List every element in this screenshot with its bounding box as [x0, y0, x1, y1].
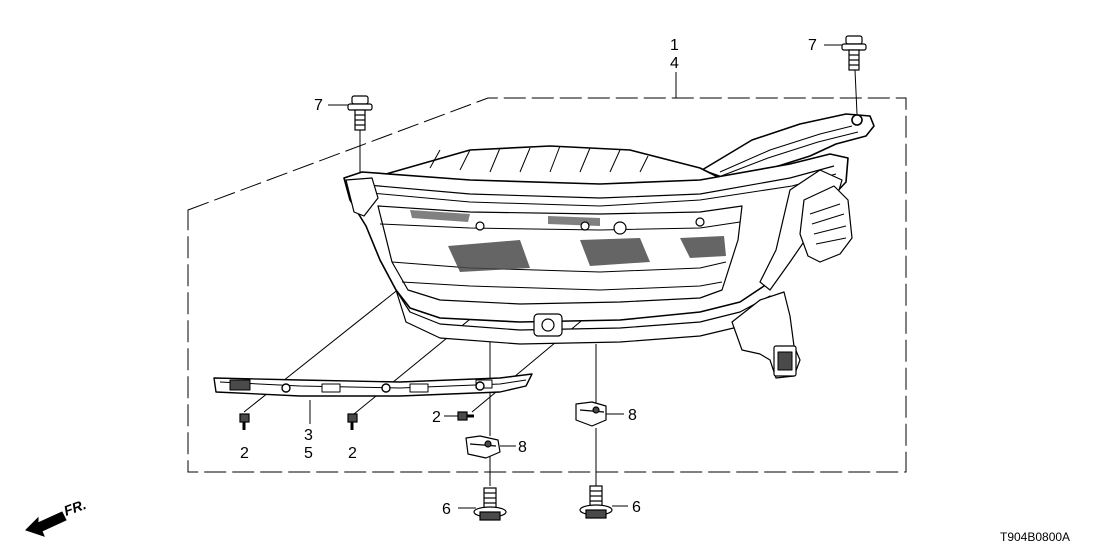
- garnish-strip: [213, 373, 533, 397]
- callout-5: 5: [304, 445, 313, 462]
- callout-6-left: 6: [442, 501, 451, 518]
- screw-icon-2b: [347, 413, 358, 430]
- clip-nut-icon-8a: [465, 435, 501, 459]
- callout-1: 1: [670, 37, 679, 54]
- lens-interior-shading: [410, 210, 726, 272]
- screw-icon-2a: [239, 413, 250, 430]
- assembly-boundary: [187, 97, 907, 473]
- clip-nut-icon-8b: [575, 401, 607, 427]
- callout-8-upper: 8: [628, 407, 637, 424]
- callout-8-lower: 8: [518, 439, 527, 456]
- callout-7-right: 7: [808, 37, 817, 54]
- callout-3: 3: [304, 427, 313, 444]
- callout-2-middle: 2: [348, 445, 357, 462]
- flange-bolt-icon-6b: [579, 485, 613, 519]
- flange-bolt-icon-6a: [473, 487, 507, 521]
- callout-2-right: 2: [432, 409, 441, 426]
- front-arrow-icon: [25, 511, 67, 537]
- direction-label: FR.: [62, 496, 89, 519]
- callout-6-right: 6: [632, 499, 641, 516]
- screw-icon-2c: [457, 411, 474, 421]
- callout-labels: 1 4 7 7 3 5 2 2 2 8 8 6 6: [240, 37, 817, 518]
- front-direction-indicator: FR.: [25, 496, 89, 537]
- diagram-code: T904B0800A: [1000, 530, 1070, 544]
- callout-4: 4: [670, 55, 679, 72]
- bolt-icon-7a: [347, 95, 373, 131]
- screw-boss-holes: [475, 217, 705, 235]
- bolt-icon-7b: [841, 35, 867, 71]
- callout-2-left: 2: [240, 445, 249, 462]
- headlight-housing: [343, 113, 875, 379]
- callout-7-left: 7: [314, 97, 323, 114]
